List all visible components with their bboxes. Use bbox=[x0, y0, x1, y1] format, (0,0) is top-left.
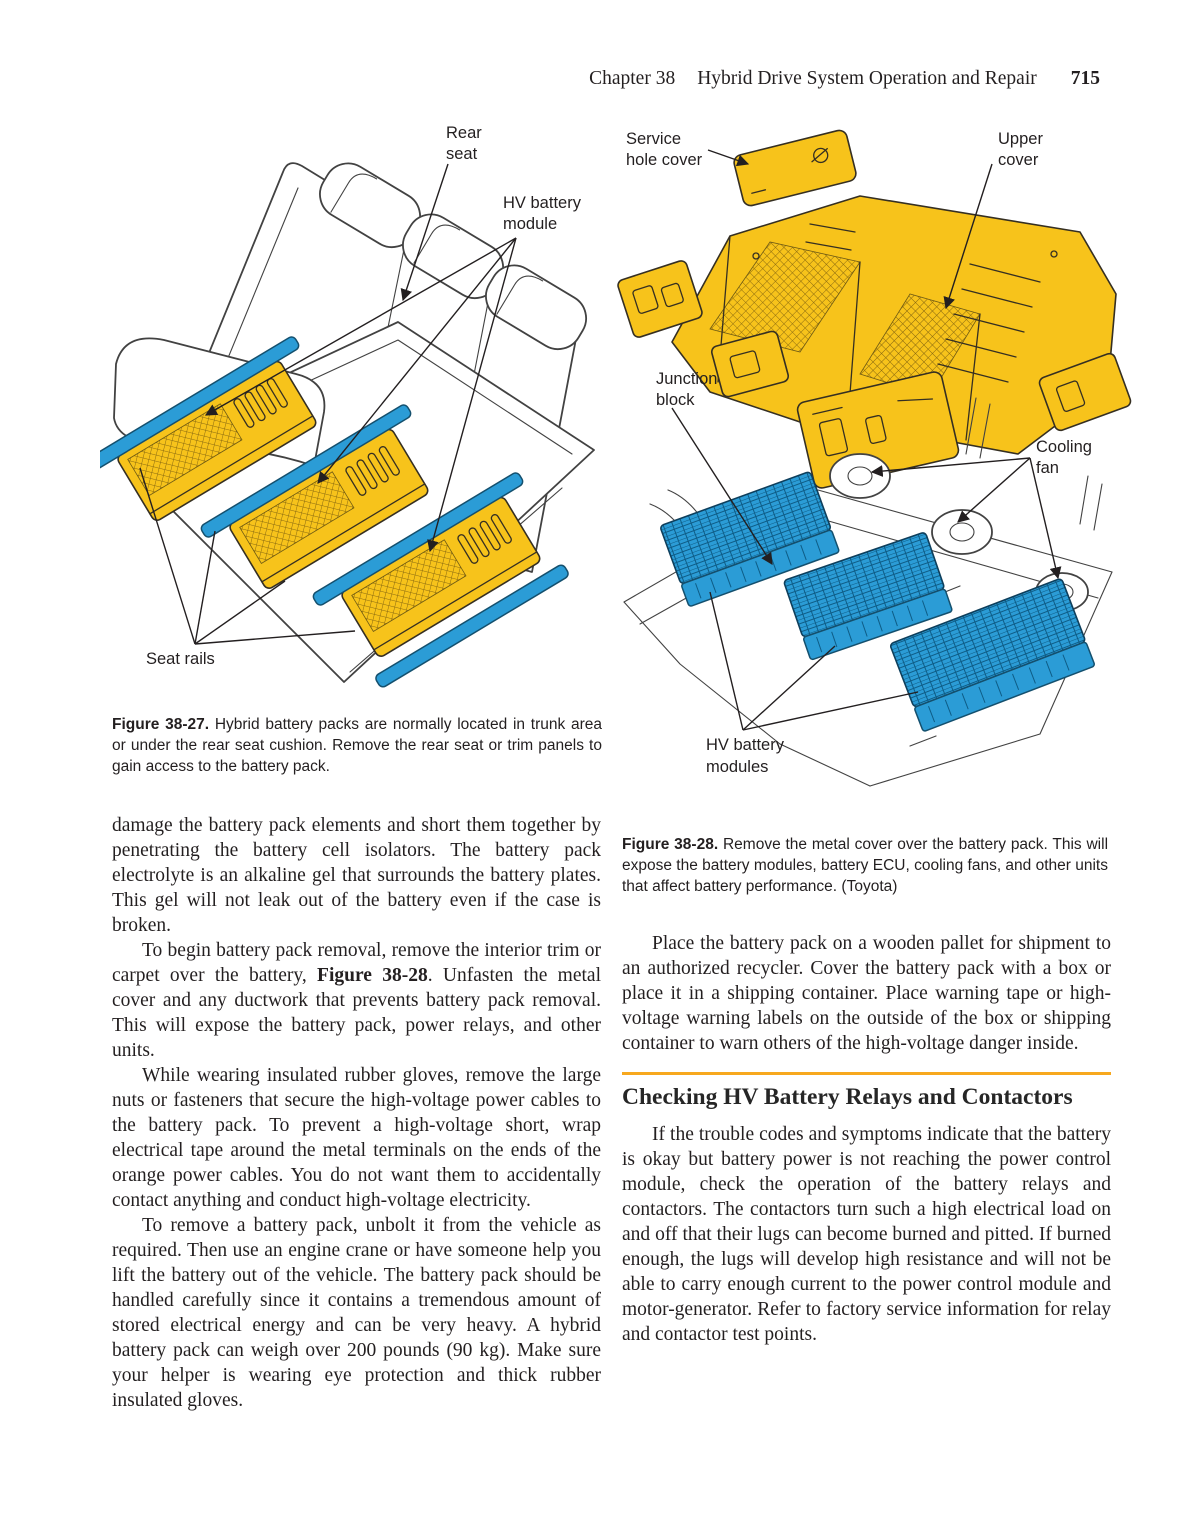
label-seat-rails: Seat rails bbox=[146, 650, 215, 668]
upper-cover bbox=[671, 195, 1117, 455]
bracket bbox=[710, 330, 790, 398]
paragraph-text: To begin battery pack removal, remove th… bbox=[112, 940, 601, 986]
leader-lines bbox=[139, 163, 517, 645]
chapter-title: Hybrid Drive System Operation and Repair bbox=[697, 68, 1037, 89]
label-service-hole-cover: Service bbox=[626, 130, 681, 148]
label-hv-battery-modules: modules bbox=[706, 758, 768, 776]
seat-rail bbox=[200, 404, 412, 538]
body-paragraph: While wearing insulated rubber gloves, r… bbox=[112, 1065, 601, 1211]
hv-battery-module bbox=[889, 578, 1095, 732]
body-paragraph: If the trouble codes and symptoms indica… bbox=[622, 1124, 1111, 1345]
paragraph-text: . Unfasten the metal cover and any ductw… bbox=[112, 965, 601, 1061]
cooling-fan bbox=[931, 509, 993, 555]
figure-caption-text: Remove the metal cover over the battery … bbox=[622, 835, 1109, 895]
section-heading: Checking HV Battery Relays and Contactor… bbox=[622, 1072, 1111, 1112]
headrest bbox=[485, 264, 587, 351]
hv-battery-module bbox=[783, 532, 953, 661]
seat-rail bbox=[375, 564, 569, 688]
right-column: Place the battery pack on a wooden palle… bbox=[622, 931, 1111, 1347]
label-upper-cover: cover bbox=[998, 151, 1039, 169]
figure-38-28-caption: Figure 38-28. Remove the metal cover ove… bbox=[622, 834, 1108, 897]
body-paragraph: To begin battery pack removal, remove th… bbox=[112, 938, 601, 1063]
figure-38-27-illustration: Rear seat HV battery module Seat rails bbox=[100, 124, 595, 688]
page-number: 715 bbox=[1070, 68, 1100, 89]
service-hole-cover bbox=[733, 129, 857, 207]
label-hv-battery-module: HV battery bbox=[503, 194, 582, 212]
seat-rail bbox=[100, 336, 300, 470]
chapter-number: Chapter 38 bbox=[589, 68, 676, 89]
battery-module bbox=[117, 360, 317, 521]
junction-block-bracket bbox=[617, 260, 703, 338]
body-paragraph: damage the battery pack elements and sho… bbox=[112, 815, 601, 936]
label-upper-cover: Upper bbox=[998, 130, 1043, 148]
label-junction-block: block bbox=[656, 391, 695, 409]
label-junction-block: Junction bbox=[656, 370, 717, 388]
body-paragraph: Place the battery pack on a wooden palle… bbox=[622, 933, 1111, 1054]
label-hv-battery-modules: HV battery bbox=[706, 736, 785, 754]
body-paragraph: To remove a battery pack, unbolt it from… bbox=[112, 1215, 601, 1411]
label-hv-battery-module: module bbox=[503, 215, 557, 233]
figure-caption-text: Hybrid battery packs are normally locate… bbox=[112, 715, 602, 775]
figure-caption-label: Figure 38-28. bbox=[622, 835, 719, 853]
left-column: damage the battery pack elements and sho… bbox=[112, 813, 601, 1413]
hv-battery-module bbox=[660, 471, 840, 607]
figure-reference: Figure 38-28 bbox=[317, 965, 428, 986]
figure-38-28-illustration: Service hole cover Upper cover Junction … bbox=[617, 129, 1132, 787]
label-cooling-fan: fan bbox=[1036, 459, 1059, 477]
cooling-fan bbox=[829, 453, 891, 499]
seat-rail bbox=[312, 472, 524, 606]
figure-caption-label: Figure 38-27. bbox=[112, 715, 210, 733]
bracket bbox=[1038, 352, 1132, 432]
leader-lines bbox=[671, 149, 1062, 731]
label-cooling-fan: Cooling bbox=[1036, 438, 1092, 456]
figure-38-27-caption: Figure 38-27. Hybrid battery packs are n… bbox=[112, 714, 602, 777]
label-service-hole-cover: hole cover bbox=[626, 151, 703, 169]
label-rear-seat: seat bbox=[446, 145, 478, 163]
running-head: Chapter 38 Hybrid Drive System Operation … bbox=[0, 68, 1100, 90]
label-rear-seat: Rear bbox=[446, 124, 482, 142]
